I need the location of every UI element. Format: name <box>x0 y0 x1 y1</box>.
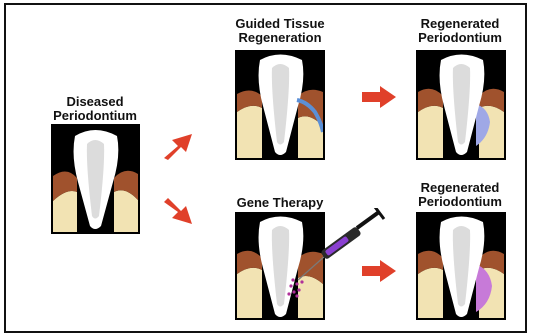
label-regenerated-top: Regenerated Periodontium <box>395 17 525 45</box>
label-line: Guided Tissue <box>215 17 345 31</box>
label-line: Regeneration <box>215 31 345 45</box>
tooth-guided-illustration <box>237 52 323 158</box>
panel-guided <box>235 50 325 160</box>
label-line: Periodontium <box>30 109 160 123</box>
panel-regenerated-top <box>416 50 506 160</box>
label-regenerated-bottom: Regenerated Periodontium <box>395 181 525 209</box>
syringe-icon <box>295 208 390 283</box>
label-line: Regenerated <box>395 17 525 31</box>
arrow-guided-to-regenerated <box>360 84 398 110</box>
label-guided-tissue-regeneration: Guided Tissue Regeneration <box>215 17 345 45</box>
panel-regenerated-bottom <box>416 212 506 320</box>
label-line: Periodontium <box>395 31 525 45</box>
arrow-diseased-to-guided <box>160 130 196 162</box>
bone <box>418 106 443 158</box>
arrow-diseased-to-gene <box>160 196 196 228</box>
label-line: Periodontium <box>395 195 525 209</box>
label-diseased-periodontium: Diseased Periodontium <box>30 95 160 123</box>
tooth-regenerated-top-illustration <box>418 52 504 158</box>
bone <box>237 268 262 318</box>
label-line: Diseased <box>30 95 160 109</box>
tooth-diseased-illustration <box>53 126 138 232</box>
panel-diseased <box>51 124 140 234</box>
label-line: Regenerated <box>395 181 525 195</box>
tooth-regenerated-bottom-illustration <box>418 214 504 318</box>
bone <box>237 106 262 158</box>
bone <box>418 268 443 318</box>
